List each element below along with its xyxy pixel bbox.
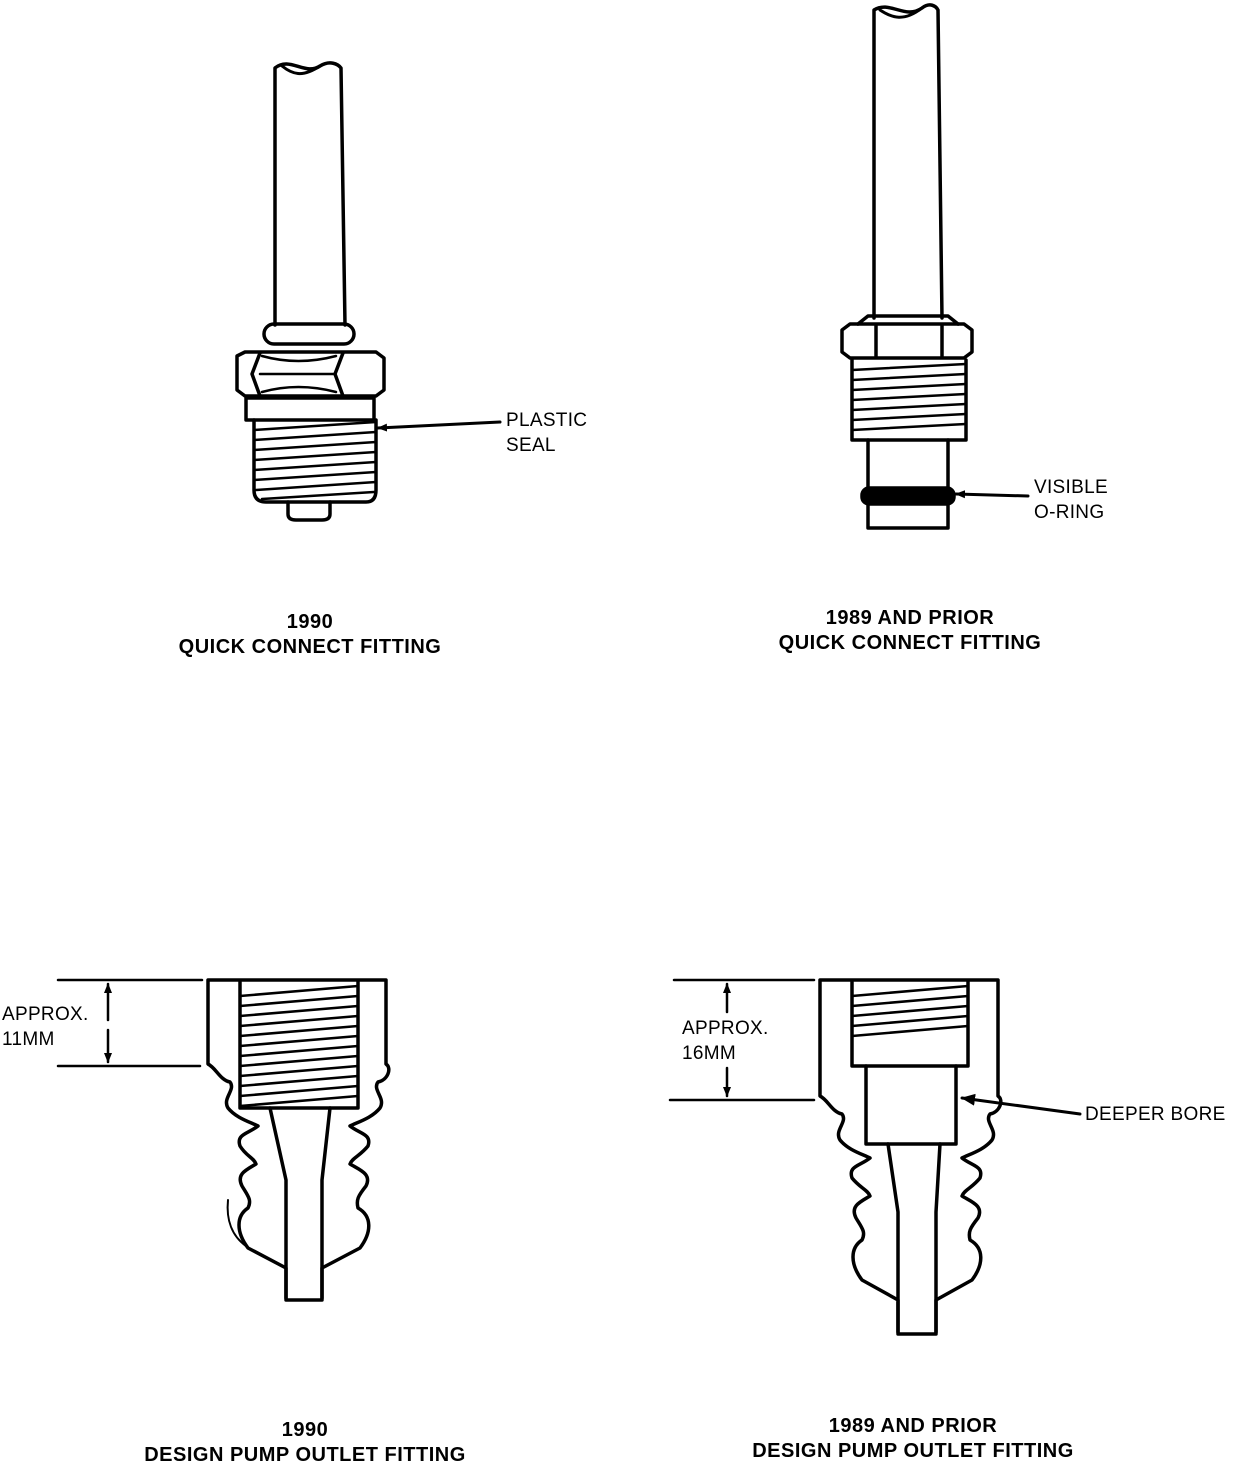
tube-shape <box>872 3 944 320</box>
caption-line2: DESIGN PUMP OUTLET FITTING <box>752 1440 1074 1462</box>
fitting-1989-quick-connect <box>840 3 1030 530</box>
caption-line1: 1990 <box>286 611 334 633</box>
o-ring-leader <box>954 490 1030 499</box>
caption-line1: 1989 AND PRIOR <box>828 1415 998 1437</box>
plastic-seal-leader <box>376 420 502 432</box>
caption-line2: QUICK CONNECT FITTING <box>178 636 442 658</box>
outlet-1990 <box>56 978 391 1302</box>
outlet-body <box>818 978 1003 1336</box>
caption-1990-quick-connect: 1990 QUICK CONNECT FITTING <box>110 610 510 660</box>
outlet-body <box>206 978 391 1302</box>
visible-o-ring-label: VISIBLE O-RING <box>1034 475 1108 525</box>
threaded-bore <box>850 980 970 1068</box>
caption-1989-quick-connect: 1989 AND PRIOR QUICK CONNECT FITTING <box>710 606 1110 656</box>
deeper-bore-leader <box>960 1093 1082 1116</box>
plastic-seal <box>244 396 376 422</box>
dimension-11mm-line1: APPROX. <box>2 1004 89 1025</box>
o-ring-label-line1: VISIBLE <box>1034 477 1108 498</box>
plastic-seal-label-line2: SEAL <box>506 435 556 456</box>
dimension-16mm-label: APPROX. 16MM <box>682 1016 769 1066</box>
dimension-11mm-label: APPROX. 11MM <box>2 1002 89 1052</box>
dimension-11mm-line2: 11MM <box>2 1029 55 1050</box>
caption-line1: 1990 <box>281 1419 329 1441</box>
plastic-seal-label: PLASTIC SEAL <box>506 408 587 458</box>
o-ring <box>860 486 956 506</box>
caption-line2: QUICK CONNECT FITTING <box>778 632 1042 654</box>
caption-1990-outlet: 1990 DESIGN PUMP OUTLET FITTING <box>80 1418 530 1468</box>
lower-shank <box>866 438 950 530</box>
caption-line1: 1989 AND PRIOR <box>825 607 995 629</box>
caption-1989-outlet: 1989 AND PRIOR DESIGN PUMP OUTLET FITTIN… <box>688 1414 1138 1464</box>
deeper-bore-label: DEEPER BORE <box>1085 1104 1226 1125</box>
dimension-16mm-line2: 16MM <box>682 1043 736 1064</box>
caption-line2: DESIGN PUMP OUTLET FITTING <box>144 1444 466 1466</box>
hex-nut <box>235 350 386 398</box>
tube-shape <box>273 61 347 327</box>
threaded-body <box>252 418 378 504</box>
fitting-tip <box>286 500 332 522</box>
collar-bead <box>262 322 356 346</box>
outlet-1989 <box>668 978 1082 1336</box>
plastic-seal-label-line1: PLASTIC <box>506 410 588 431</box>
fitting-1990-quick-connect <box>235 61 502 522</box>
dimension-16mm-line1: APPROX. <box>682 1018 769 1039</box>
deeper-bore <box>864 1064 958 1146</box>
hex-nut <box>840 322 974 360</box>
o-ring-label-line2: O-RING <box>1034 502 1105 523</box>
